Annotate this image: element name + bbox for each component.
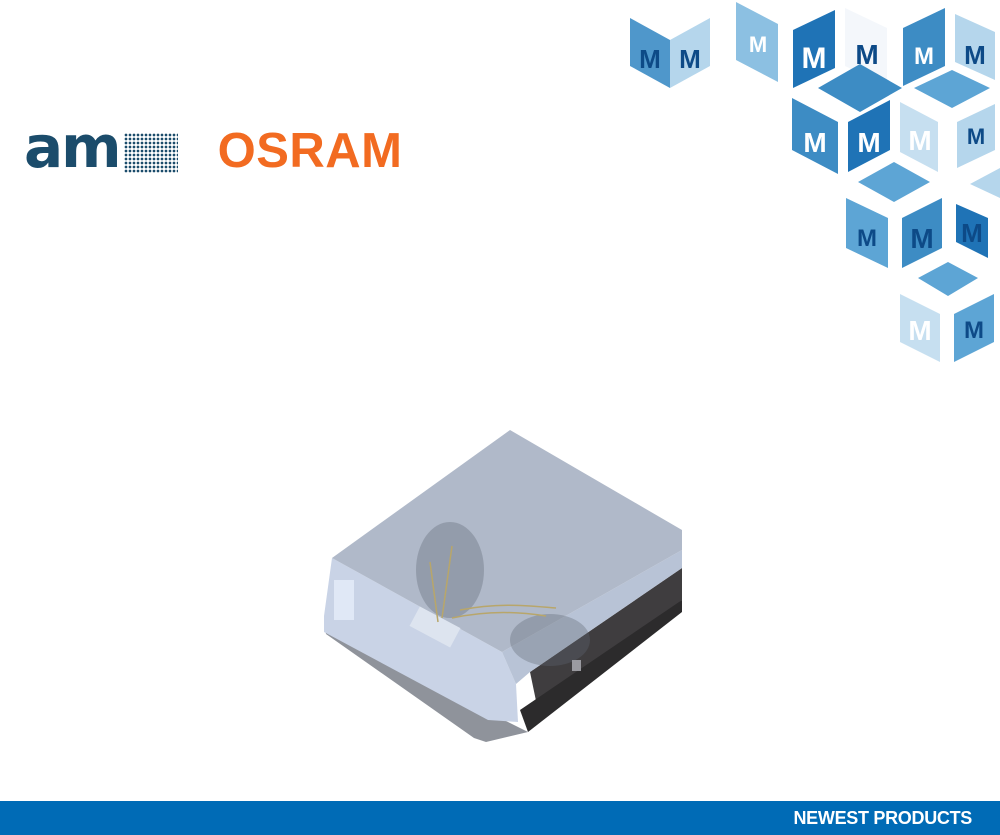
svg-text:M: M bbox=[961, 218, 983, 248]
svg-text:M: M bbox=[908, 125, 931, 156]
ams-logo: am bbox=[24, 113, 122, 181]
newest-products-banner: NEWEST PRODUCTS bbox=[0, 801, 1000, 835]
svg-text:M: M bbox=[679, 44, 701, 74]
osram-logo: OSRAM bbox=[217, 123, 403, 178]
ams-dot-grid-logo bbox=[123, 133, 178, 173]
svg-text:M: M bbox=[914, 43, 934, 70]
svg-text:M: M bbox=[749, 32, 767, 57]
svg-text:M: M bbox=[967, 124, 985, 149]
brand-logos: am OSRAM bbox=[24, 118, 403, 178]
svg-text:M: M bbox=[910, 223, 933, 254]
svg-text:M: M bbox=[639, 44, 661, 74]
svg-text:M: M bbox=[803, 127, 826, 158]
svg-text:M: M bbox=[857, 127, 880, 158]
banner-label: NEWEST PRODUCTS bbox=[793, 807, 972, 828]
mouser-cube-pattern: M M M M M M M M bbox=[620, 0, 1000, 380]
svg-text:M: M bbox=[802, 42, 827, 75]
svg-text:M: M bbox=[855, 39, 878, 70]
svg-text:M: M bbox=[857, 225, 877, 252]
svg-text:M: M bbox=[908, 315, 931, 346]
product-image-led-package bbox=[310, 420, 700, 750]
svg-text:M: M bbox=[964, 40, 986, 70]
svg-text:M: M bbox=[964, 317, 984, 344]
cube: M M bbox=[630, 18, 710, 88]
